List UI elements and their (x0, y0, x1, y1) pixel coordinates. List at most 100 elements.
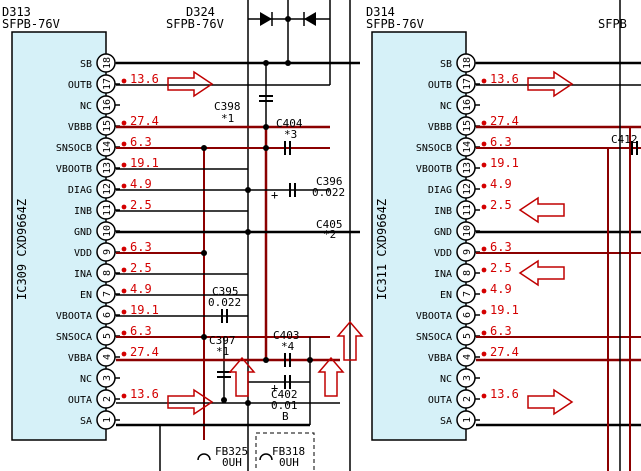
c403-note: *4 (281, 340, 295, 353)
ic311-pin-8-circle (456, 263, 476, 283)
ic309-pin-9-name: VDD (74, 248, 92, 259)
ic309-pin-15-voltage: 27.4 (130, 114, 159, 128)
ic309-pin-14-probe (121, 141, 127, 147)
ic311-pin-7-name: EN (440, 290, 452, 301)
ic311-pin-5-voltage: 6.3 (490, 324, 512, 338)
ic309-pin-12-circle (96, 179, 116, 199)
ic309-pin-17-number: 17 (102, 78, 113, 90)
ic309-pin-6-circle (96, 305, 116, 325)
d314-label: D314 (366, 5, 395, 19)
ic309-pin-8-circle (96, 263, 116, 283)
c397-note: *1 (216, 345, 229, 358)
ic311-pin-16-number: 16 (462, 99, 473, 111)
d-right-part-label: SFPB (598, 17, 627, 31)
ic311-pin-14-voltage: 6.3 (490, 135, 512, 149)
ic311-pin-4-name: VBBA (428, 353, 452, 364)
ic309-pin-11-number: 11 (102, 204, 113, 216)
fb325-symbol (197, 453, 211, 461)
ic311-pin-12-voltage: 4.9 (490, 177, 512, 191)
ic311-pin-10-name: GND (434, 227, 452, 238)
ic311-pin-15-voltage: 27.4 (490, 114, 519, 128)
fb318-symbol (259, 453, 273, 461)
ic311-pin-11-number: 11 (462, 204, 473, 216)
ic311-pin-2-probe (481, 393, 487, 399)
ic309-pin-13-voltage: 19.1 (130, 156, 159, 170)
ic309-pin-5-name: SNSOCA (56, 332, 92, 343)
c412-label: C412 (611, 133, 638, 146)
ic311-pin-9-name: VDD (434, 248, 452, 259)
fb325-value: 0UH (222, 456, 242, 469)
ic309-pin-18-name: SB (80, 59, 92, 70)
signal-arrow-inb-right (518, 196, 565, 224)
ic309-pin-11-probe (121, 204, 127, 210)
ic309-pin-18-circle (96, 53, 116, 73)
ic309-pin-9-voltage: 6.3 (130, 240, 152, 254)
ic309-pin-12-name: DIAG (68, 185, 92, 196)
c395-label: C395 (212, 285, 239, 298)
ic311-pin-17-circle (456, 74, 476, 94)
ic309-pin-16-number: 16 (102, 99, 113, 111)
ic311-pin-2-circle (456, 389, 476, 409)
ic311-pin-17-number: 17 (462, 78, 473, 90)
c396-plus: + (271, 188, 278, 202)
ic311-body (371, 31, 467, 441)
ic309-pin-6-probe (121, 309, 127, 315)
ic309-pin-2-probe (121, 393, 127, 399)
d324-label: D324 (186, 5, 215, 19)
ic309-pin-9-circle (96, 242, 116, 262)
ic311-pin-3-number: 3 (462, 375, 473, 381)
c402-label: C402 (271, 388, 298, 401)
ic311-pin-9-voltage: 6.3 (490, 240, 512, 254)
ic311-pin-5-number: 5 (462, 333, 473, 339)
signal-arrow-ina-right (518, 259, 565, 287)
fb325-label: FB325 (215, 445, 248, 458)
ic311-pin-13-circle (456, 158, 476, 178)
ic309-pin-4-voltage: 27.4 (130, 345, 159, 359)
ic309-pin-11-circle (96, 200, 116, 220)
ic311-pin-12-circle (456, 179, 476, 199)
ic309-pin-14-voltage: 6.3 (130, 135, 152, 149)
node-gnd (245, 229, 251, 235)
node-c397-bottom (221, 397, 227, 403)
ic311-pin-9-number: 9 (462, 249, 473, 255)
ic311-pin-3-circle (456, 368, 476, 388)
ic309-pin-9-number: 9 (102, 249, 113, 255)
ic311-pin-4-voltage: 27.4 (490, 345, 519, 359)
ic311-pin-14-probe (481, 141, 487, 147)
ic311-pin-5-name: SNSOCA (416, 332, 452, 343)
ic309-pin-11-voltage: 2.5 (130, 198, 152, 212)
c405-note: *2 (323, 228, 336, 241)
ic309-pin-3-number: 3 (102, 375, 113, 381)
node-snsoca (201, 334, 207, 340)
c395-value: 0.022 (208, 296, 241, 309)
ic311-pin-9-circle (456, 242, 476, 262)
ic309-pin-6-name: VBOOTA (56, 311, 92, 322)
ic311-pin-17-probe (481, 78, 487, 84)
ic311-pin-18-name: SB (440, 59, 452, 70)
ic309-pin-13-number: 13 (102, 162, 113, 174)
ic311-pin-9-probe (481, 246, 487, 252)
ic311-pin-6-name: VBOOTA (416, 311, 452, 322)
ic309-pin-4-probe (121, 351, 127, 357)
ic311-pin-11-probe (481, 204, 487, 210)
ic311-pin-4-circle (456, 347, 476, 367)
ic309-pin-5-voltage: 6.3 (130, 324, 152, 338)
ic311-pin-13-probe (481, 162, 487, 168)
ic311-pin-10-number: 10 (462, 225, 473, 237)
ic311-pin-4-probe (481, 351, 487, 357)
c405-label: C405 (316, 218, 343, 231)
ic309-pin-7-voltage: 4.9 (130, 282, 152, 296)
ic311-pin-11-voltage: 2.5 (490, 198, 512, 212)
ic311-pin-14-number: 14 (462, 141, 473, 153)
fb318-box (255, 432, 315, 471)
ic311-pin-13-number: 13 (462, 162, 473, 174)
c396-label: C396 (316, 175, 343, 188)
ic311-pin-6-number: 6 (462, 312, 473, 318)
ic309-pin-7-probe (121, 288, 127, 294)
node-vbba-266 (263, 357, 269, 363)
signal-arrow-up-1 (228, 356, 256, 397)
ic309-pin-5-probe (121, 330, 127, 336)
ic309-pin-7-number: 7 (102, 291, 113, 297)
